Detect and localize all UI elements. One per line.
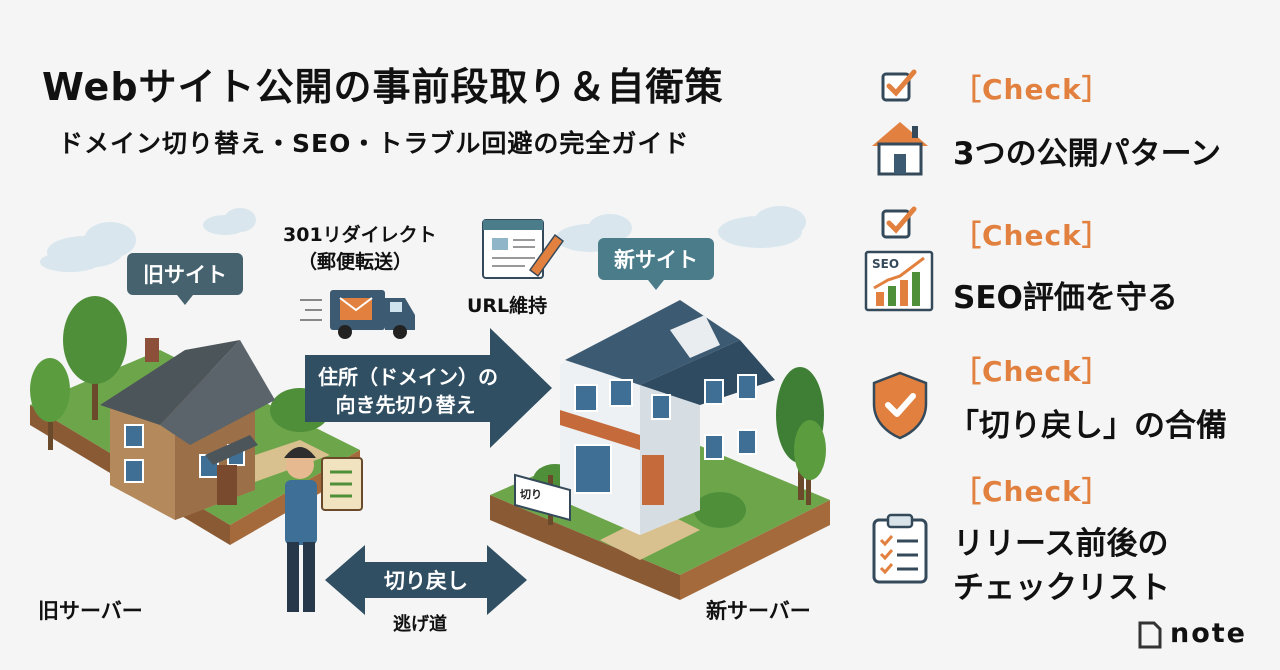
clipboard-icon [872, 513, 928, 584]
domain-switch-arrow [305, 328, 552, 448]
new-site-tag: 新サイト [598, 238, 714, 290]
switch-sign: 切り [514, 473, 571, 525]
check-label-4: ［Check］ [953, 475, 1111, 508]
rollback-arrow [325, 545, 527, 615]
sign-label: 切り [520, 488, 542, 501]
new-house-icon [560, 300, 775, 535]
shield-check-icon [872, 371, 928, 440]
escape-label: 逃げ道 [393, 614, 447, 635]
seo-icon-text: SEO [872, 257, 899, 271]
checklist-item-3: 「切り戻し」の合備 [948, 408, 1227, 444]
checkbox-icon [881, 69, 917, 102]
checklist-item-4-line2: チェックリスト [953, 570, 1170, 606]
checklist-item-2: SEO評価を守る [953, 280, 1178, 316]
redirect-sub-label: （郵便転送） [298, 251, 413, 273]
note-logo-icon [1138, 621, 1162, 649]
check-label-2: ［Check］ [953, 219, 1111, 252]
new-server-label: 新サーバー [706, 599, 811, 623]
redirect-label: 301リダイレクト [283, 224, 437, 246]
seo-chart-icon: SEO [864, 250, 934, 312]
domain-switch-text-2: 向き先切り替え [335, 393, 476, 417]
old-house-icon [100, 338, 275, 520]
tree-icon [533, 367, 826, 528]
rollback-label: 切り戻し [384, 569, 468, 593]
check-label-1: ［Check］ [953, 73, 1111, 106]
checklist-item-4-line1: リリース前後の [953, 526, 1169, 562]
mail-truck-icon [300, 290, 415, 339]
page-title: Webサイト公開の事前段取り＆自衛策 [42, 65, 724, 109]
note-brand: note [1170, 618, 1247, 649]
person-icon [284, 447, 363, 612]
domain-switch-text-1: 住所（ドメイン）の [318, 365, 498, 389]
check-label-3: ［Check］ [953, 355, 1111, 388]
checkbox-icon [881, 206, 917, 239]
browser-edit-icon [482, 219, 565, 279]
page-subtitle: ドメイン切り替え・SEO・トラブル回避の完全ガイド [58, 129, 690, 158]
old-server-label: 旧サーバー [38, 599, 143, 623]
url-keep-label: URL維持 [467, 295, 548, 317]
checklist-item-1: 3つの公開パターン [953, 136, 1222, 172]
migration-illustration: 切り [30, 206, 830, 615]
house-icon [872, 122, 928, 176]
old-site-tag: 旧サイト [127, 253, 243, 305]
cloud-icon [40, 206, 806, 272]
